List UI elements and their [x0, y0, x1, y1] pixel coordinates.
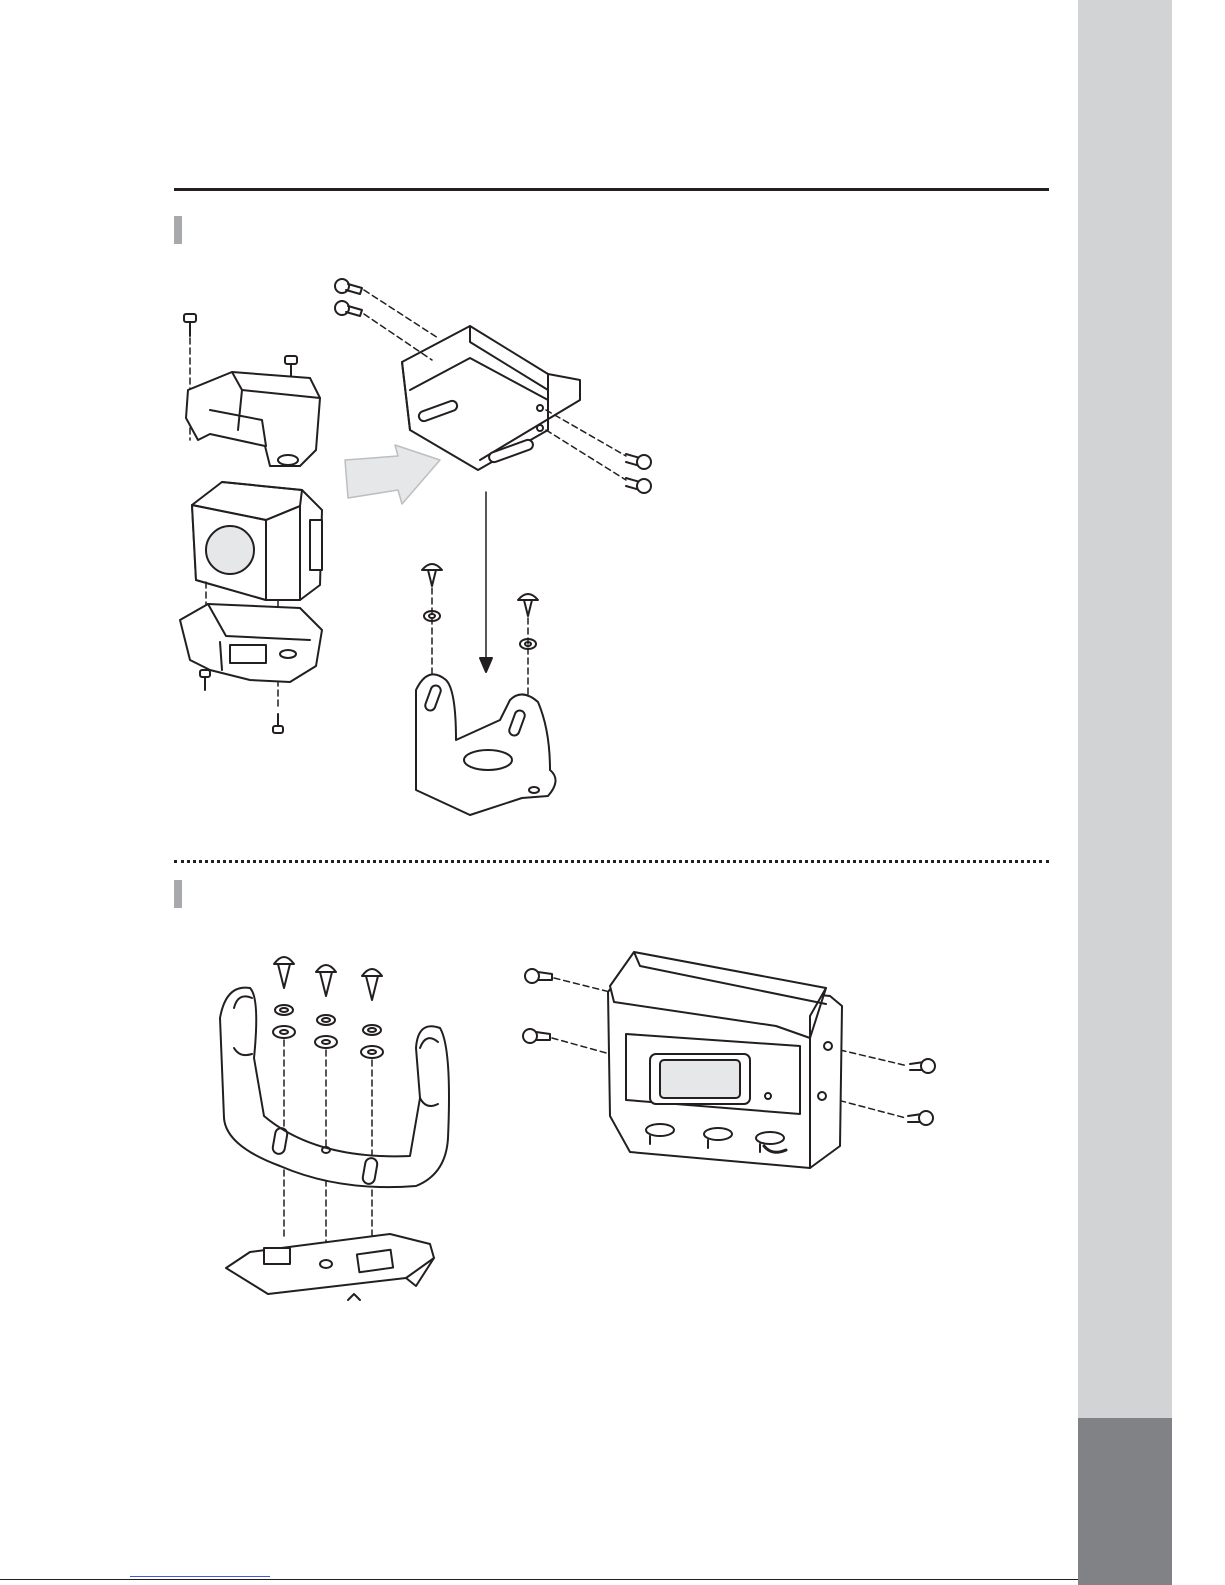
- direction-arrow-icon: [345, 445, 440, 504]
- top-cover-part: [186, 372, 320, 466]
- screw-icon: [525, 969, 552, 983]
- footer-rule: [0, 1579, 1078, 1580]
- camera-housing-part: [608, 952, 842, 1168]
- screw-icon: [274, 957, 294, 988]
- camera-body-part: [192, 482, 322, 600]
- screw-icon: [422, 564, 442, 586]
- washer-icon: [315, 1036, 337, 1048]
- washer-icon: [317, 1015, 335, 1025]
- base-bracket-part: [416, 674, 556, 815]
- screw-icon: [335, 301, 362, 316]
- clamp-plate-part: [226, 1234, 434, 1300]
- screw-icon: [626, 478, 651, 493]
- washer-icon: [361, 1046, 383, 1058]
- washer-icon: [363, 1025, 381, 1035]
- mount-plate-part: [402, 326, 580, 470]
- section-1-marker: [174, 216, 182, 244]
- u-bracket-diagram: [220, 948, 470, 1308]
- screw-icon: [316, 965, 336, 996]
- section-divider: [174, 860, 1049, 863]
- screw-icon: [273, 714, 283, 733]
- side-tab: [1078, 0, 1172, 1585]
- washer-icon: [273, 1026, 295, 1038]
- screw-icon: [626, 454, 651, 469]
- section-2-marker: [174, 880, 182, 908]
- screw-icon: [518, 594, 538, 616]
- screw-icon: [908, 1111, 933, 1125]
- screw-icon: [910, 1059, 935, 1073]
- screw-icon: [523, 1029, 550, 1043]
- screw-icon: [285, 356, 297, 378]
- disassembly-diagram: [170, 270, 690, 830]
- side-tab-page-block: [1078, 1418, 1172, 1585]
- screw-icon: [184, 314, 196, 336]
- camera-assembly-diagram: [510, 946, 950, 1176]
- footer-link-underline: [130, 1576, 270, 1577]
- header-rule: [174, 188, 1049, 191]
- screw-icon: [200, 670, 210, 690]
- screw-icon: [362, 969, 382, 1000]
- down-arrow-icon: [480, 492, 492, 672]
- washer-icon: [275, 1005, 293, 1015]
- screw-icon: [335, 279, 362, 294]
